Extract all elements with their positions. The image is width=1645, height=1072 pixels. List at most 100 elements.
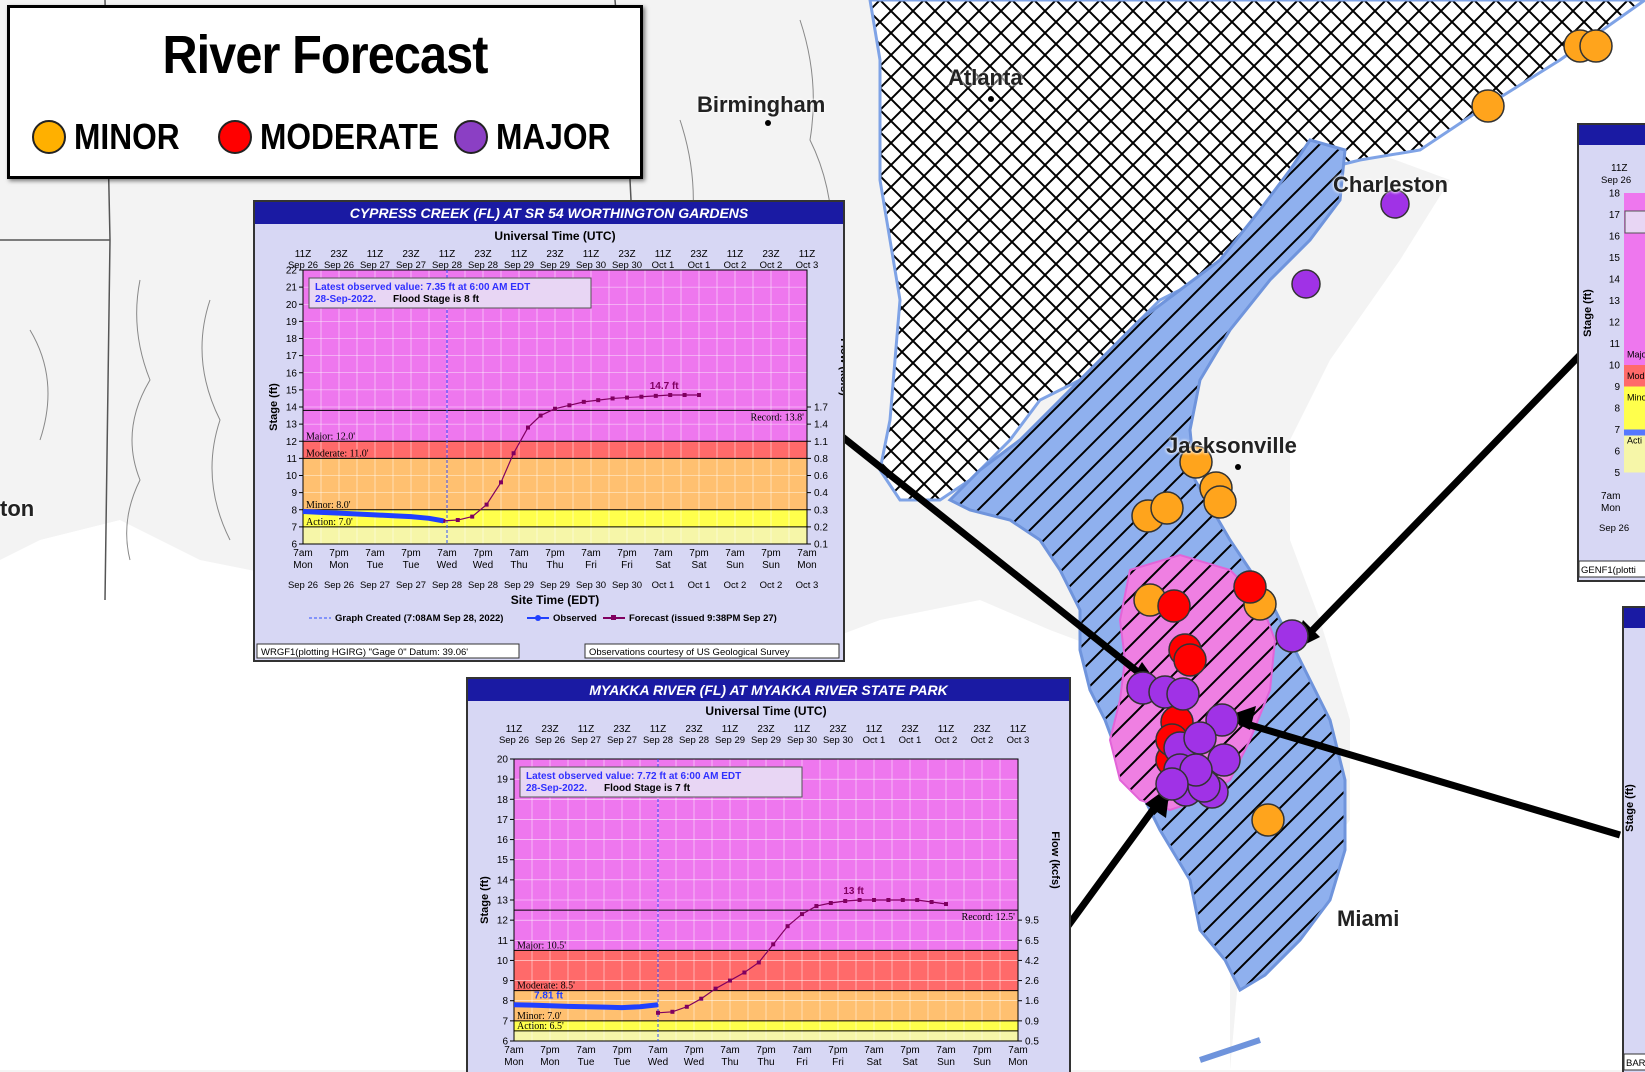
crest-label: 13 ft <box>843 886 864 897</box>
forecast-point <box>697 393 701 398</box>
local-day-label: Mon <box>1008 1057 1027 1068</box>
y-tick-label: 14 <box>1609 275 1621 286</box>
local-day-label: Tue <box>578 1057 595 1068</box>
local-hour-label: 7pm <box>540 1045 559 1056</box>
moderate-gauge-icon <box>1233 570 1267 604</box>
city-partial: ton <box>0 496 35 521</box>
utc-date-label: Sep 26 <box>288 260 318 271</box>
legend-label: MODERATE <box>260 116 439 157</box>
local-hour-label: 7am <box>648 1045 667 1056</box>
utc-date-label: Oct 1 <box>899 735 922 746</box>
city-dot <box>765 120 771 126</box>
forecast-point <box>872 898 876 902</box>
hydrograph-cypress-creek: CYPRESS CREEK (FL) AT SR 54 WORTHINGTON … <box>253 200 845 662</box>
y-tick-label: 16 <box>497 835 509 846</box>
utc-hour-label: 11Z <box>1611 163 1628 174</box>
forecast-point <box>567 403 572 408</box>
flow-tick-label: 0.9 <box>1025 1016 1039 1027</box>
y-tick-label: 5 <box>1614 468 1620 479</box>
y-tick-label: 18 <box>1609 189 1621 200</box>
y-tick-label: 13 <box>1609 296 1621 307</box>
utc-hour-label: 11Z <box>578 724 595 735</box>
y-tick-label: 21 <box>286 283 298 294</box>
observed-legend-label: Observed <box>553 613 597 624</box>
utc-date-label: Oct 1 <box>863 735 886 746</box>
forecast-point <box>526 425 530 430</box>
utc-hour-label: 23Z <box>613 724 630 735</box>
y-tick-label: 11 <box>287 454 298 465</box>
flow-tick-label: 2.6 <box>1025 976 1039 987</box>
flow-tick-label: 9.5 <box>1025 916 1039 927</box>
local-day-label: Wed <box>473 560 493 571</box>
local-date-label: Sep 29 <box>540 580 570 591</box>
forecast-point <box>742 970 747 975</box>
utc-date-label: Sep 27 <box>607 735 637 746</box>
utc-date-label: Sep 27 <box>571 735 601 746</box>
flow-tick-label: 0.8 <box>814 454 828 465</box>
utc-date-label: Sep 26 <box>499 735 529 746</box>
city-jacksonville: Jacksonville <box>1166 433 1297 458</box>
y-tick-label: 9 <box>1614 382 1620 393</box>
y-tick-label: 10 <box>286 471 298 482</box>
y-tick-label: 18 <box>497 795 509 806</box>
utc-date-label: Sep 30 <box>612 260 642 271</box>
y-axis-title: Stage (ft) <box>1624 784 1636 832</box>
moderate-gauge-icon <box>1157 589 1191 623</box>
y-axis-title: Stage (ft) <box>268 383 280 431</box>
major-gauge-icon <box>1166 677 1200 711</box>
utc-hour-label: 23Z <box>618 249 635 260</box>
local-date-label: Sep 27 <box>360 580 390 591</box>
hydrograph-myakka-river: MYAKKA RIVER (FL) AT MYAKKA RIVER STATE … <box>466 677 1071 1072</box>
hydrograph-title: MYAKKA RIVER (FL) AT MYAKKA RIVER STATE … <box>468 679 1069 701</box>
action-label: Action: 7.0' <box>306 517 353 528</box>
utc-date-label: Sep 27 <box>396 260 426 271</box>
local-hour-label: 7am <box>720 1045 739 1056</box>
y-tick-label: 7 <box>502 1016 508 1027</box>
y-tick-label: 17 <box>497 815 509 826</box>
flow-tick-label: 1.4 <box>814 420 828 431</box>
minor-label: Minor: 8.0' <box>306 500 351 511</box>
y-axis-title: Stage (ft) <box>479 876 491 924</box>
footer-left-text: WRGF1(plotting HGIRG) "Gage 0" Datum: 39… <box>261 647 468 658</box>
observation-date: 28-Sep-2022. <box>526 783 587 794</box>
forecast-point <box>581 399 586 404</box>
hydrograph-title-bar <box>1579 125 1645 145</box>
local-day-label: Sat <box>691 560 706 571</box>
minor-label: Mino <box>1627 392 1645 402</box>
forecast-legend-label: Forecast (issued 9:38PM Sep 27) <box>629 613 777 624</box>
moderate-label: Mod <box>1627 371 1645 381</box>
forecast-point <box>800 912 804 917</box>
minor-label: Minor: 7.0' <box>517 1011 562 1022</box>
forecast-point <box>728 978 732 983</box>
y-tick-label: 9 <box>502 976 508 987</box>
local-hour-label: 7am <box>797 548 816 559</box>
flow-tick-label: 1.6 <box>1025 996 1039 1007</box>
minor-gauge-icon <box>1579 29 1613 63</box>
utc-date-label: Oct 2 <box>935 735 958 746</box>
legend-label: MINOR <box>74 116 180 157</box>
y-tick-label: 16 <box>1609 232 1621 243</box>
utc-date-label: Sep 29 <box>540 260 570 271</box>
major-gauge-icon <box>1183 721 1217 755</box>
utc-hour-label: 11Z <box>1010 724 1027 735</box>
bottom-axis-title: Site Time (EDT) <box>511 593 599 607</box>
legend-item-major: MAJOR <box>454 116 626 158</box>
minor-gauge-icon <box>1179 445 1213 479</box>
utc-hour-label: 11Z <box>650 724 667 735</box>
y-tick-label: 6 <box>291 540 297 551</box>
utc-hour-label: 23Z <box>690 249 707 260</box>
y-tick-label: 18 <box>286 334 298 345</box>
local-hour-label: 7am <box>725 548 744 559</box>
legend-forecast-icon <box>611 615 616 620</box>
band-moderate <box>1624 365 1645 387</box>
major-gauge-icon <box>1155 767 1189 801</box>
local-hour-label: 7am <box>792 1045 811 1056</box>
y-tick-label: 19 <box>497 775 509 786</box>
city-atlanta: Atlanta <box>948 65 1023 90</box>
utc-hour-label: 23Z <box>402 249 419 260</box>
forecast-point <box>900 898 905 902</box>
y-tick-label: 7 <box>1614 425 1620 436</box>
local-day-label: Mon <box>329 560 348 571</box>
